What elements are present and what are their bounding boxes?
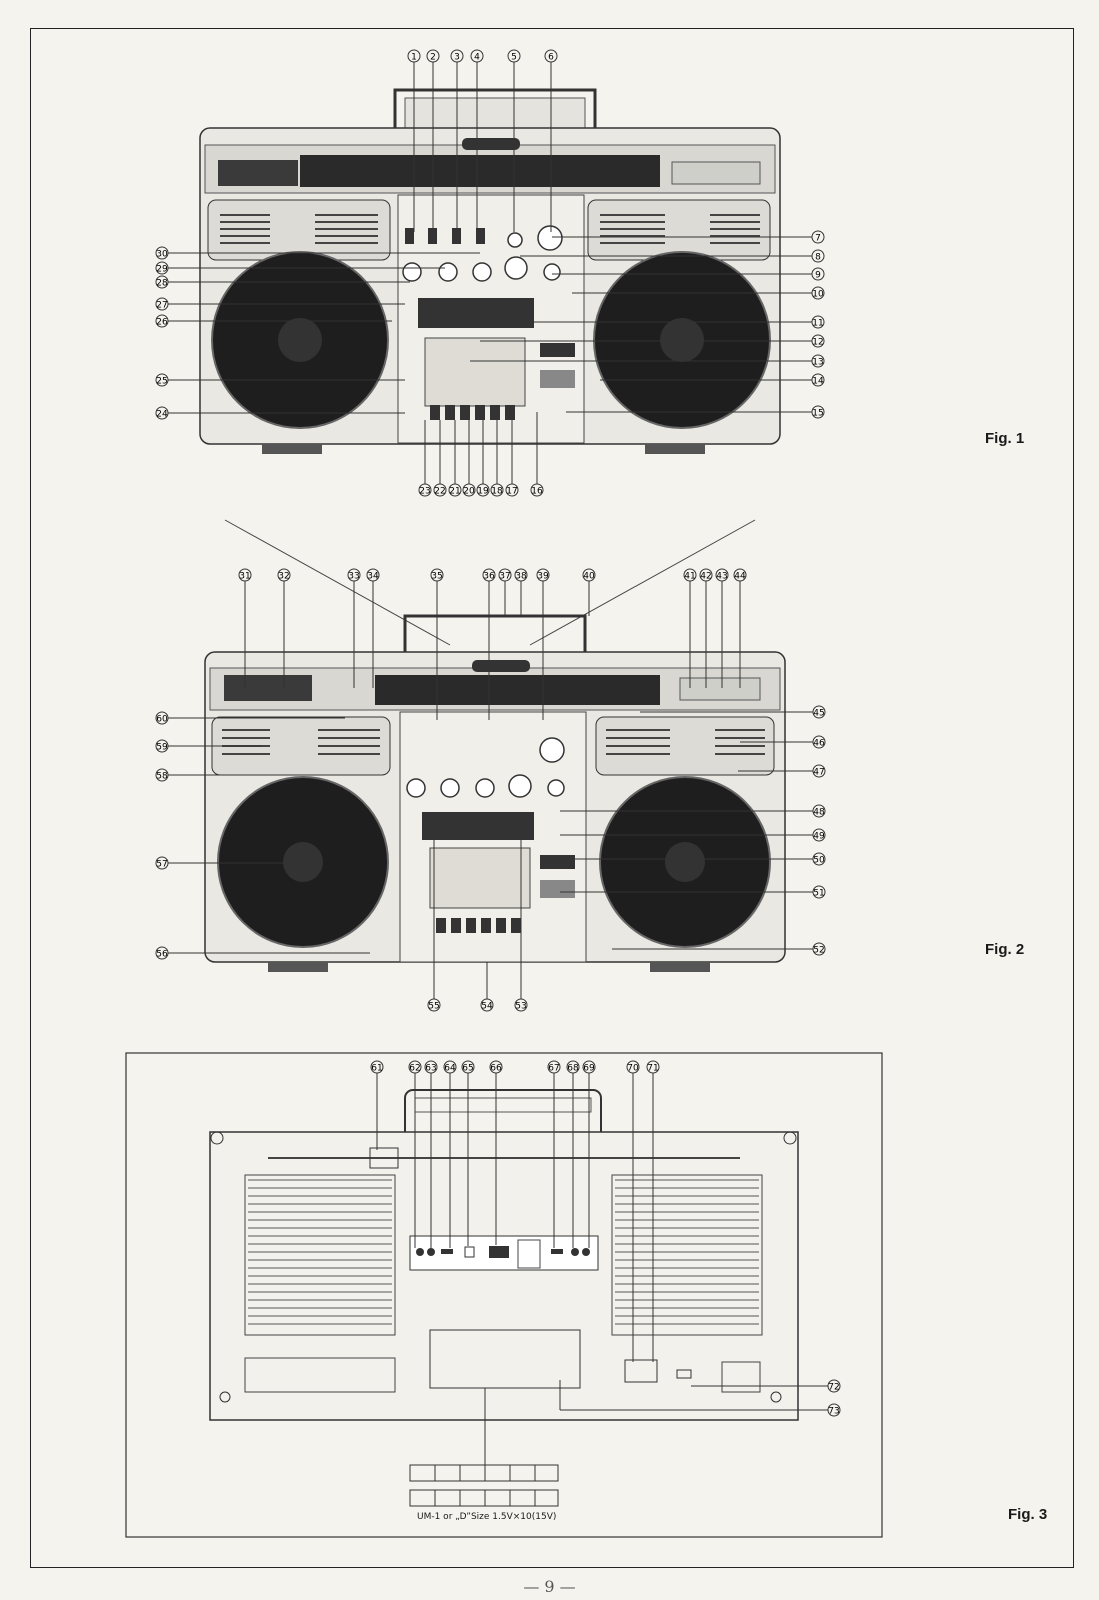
callout-31: 31: [239, 572, 250, 582]
callout-61: 61: [371, 1064, 382, 1074]
callout-49: 49: [813, 832, 825, 842]
callout-12: 12: [812, 338, 823, 348]
callout-30: 30: [156, 250, 168, 260]
callout-21: 21: [449, 487, 460, 497]
callout-53: 53: [515, 1002, 526, 1012]
callout-72: 72: [828, 1383, 839, 1393]
callout-13: 13: [812, 358, 823, 368]
callout-6: 6: [548, 53, 554, 63]
callout-1: 1: [411, 53, 417, 63]
callout-58: 58: [156, 772, 168, 782]
callout-28: 28: [156, 279, 168, 289]
callout-68: 68: [567, 1064, 579, 1074]
callout-48: 48: [813, 808, 825, 818]
callout-8: 8: [815, 253, 821, 263]
callout-20: 20: [463, 487, 475, 497]
callout-42: 42: [700, 572, 711, 582]
callout-32: 32: [278, 572, 289, 582]
callout-3: 3: [454, 53, 460, 63]
callout-60: 60: [156, 715, 168, 725]
callout-11: 11: [812, 319, 823, 329]
callout-47: 47: [813, 768, 824, 778]
callout-38: 38: [515, 572, 527, 582]
battery-caption: UM-1 or „D”Size 1.5V×10(15V): [417, 1512, 557, 1522]
callout-40: 40: [583, 572, 595, 582]
callout-24: 24: [156, 410, 168, 420]
callout-29: 29: [156, 265, 168, 275]
callout-10: 10: [812, 290, 824, 300]
callout-14: 14: [812, 377, 824, 387]
page-number: — 9 —: [523, 1577, 576, 1596]
callout-43: 43: [716, 572, 727, 582]
callout-69: 69: [583, 1064, 595, 1074]
callout-17: 17: [506, 487, 517, 497]
callout-4: 4: [474, 53, 480, 63]
page-frame: [30, 28, 1074, 1568]
callout-15: 15: [812, 409, 823, 419]
figure-2-label: Fig. 2: [985, 941, 1025, 958]
callout-7: 7: [815, 234, 821, 244]
callout-33: 33: [348, 572, 359, 582]
figure-3: 61 62 63 64 65 66 67 68 69 70 71 72 73 U…: [125, 1052, 1048, 1538]
callout-71: 71: [647, 1064, 658, 1074]
figure-3-label: Fig. 3: [1008, 1506, 1048, 1523]
callout-18: 18: [491, 487, 503, 497]
figure-1: 1 2 3 4 5 6 30 29 28 27 26 25 24 7 8 9 1…: [0, 0, 1099, 520]
callout-19: 19: [477, 487, 489, 497]
callout-25: 25: [156, 377, 167, 387]
callout-27: 27: [156, 301, 167, 311]
callout-55: 55: [428, 1002, 439, 1012]
callout-9: 9: [815, 271, 821, 281]
callout-63: 63: [425, 1064, 436, 1074]
callout-64: 64: [444, 1064, 456, 1074]
callout-62: 62: [409, 1064, 420, 1074]
callout-52: 52: [813, 946, 824, 956]
callout-73: 73: [828, 1407, 839, 1417]
figure-1-label: Fig. 1: [985, 430, 1025, 447]
callout-46: 46: [813, 739, 825, 749]
callout-59: 59: [156, 743, 168, 753]
callout-45: 45: [813, 709, 824, 719]
callout-36: 36: [483, 572, 495, 582]
callout-26: 26: [156, 318, 168, 328]
callout-37: 37: [499, 572, 510, 582]
callout-34: 34: [367, 572, 379, 582]
callout-35: 35: [431, 572, 442, 582]
callout-50: 50: [813, 856, 825, 866]
callout-41: 41: [684, 572, 695, 582]
callout-65: 65: [462, 1064, 473, 1074]
callout-22: 22: [434, 487, 445, 497]
boombox-front-annotated-drawing: 31 32 33 34 35 36 37 38 39 40 41 42 43 4…: [155, 519, 826, 1012]
callout-57: 57: [156, 860, 167, 870]
callout-56: 56: [156, 950, 168, 960]
boombox-front-drawing: 1 2 3 4 5 6 30 29 28 27 26 25 24 7 8 9 1…: [155, 49, 825, 497]
callout-51: 51: [813, 889, 824, 899]
callout-54: 54: [481, 1002, 493, 1012]
callout-66: 66: [490, 1064, 502, 1074]
callout-2: 2: [430, 53, 436, 63]
callout-16: 16: [531, 487, 543, 497]
callout-39: 39: [537, 572, 549, 582]
callout-70: 70: [627, 1064, 639, 1074]
callout-23: 23: [419, 487, 430, 497]
callout-67: 67: [548, 1064, 559, 1074]
boombox-rear-drawing: 61 62 63 64 65 66 67 68 69 70 71 72 73: [125, 1052, 883, 1538]
callout-44: 44: [734, 572, 746, 582]
callout-5: 5: [511, 53, 517, 63]
figure-2: 31 32 33 34 35 36 37 38 39 40 41 42 43 4…: [155, 519, 1025, 1012]
